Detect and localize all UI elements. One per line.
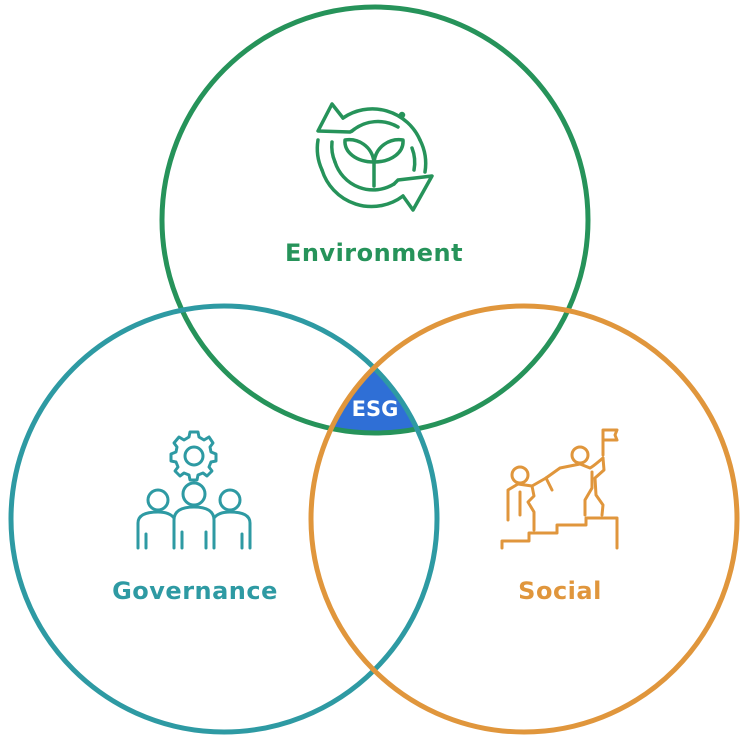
governance-label: Governance [112, 577, 278, 605]
social-circle [308, 303, 740, 735]
governance-circle [8, 303, 440, 735]
people-climbing-stairs-flag-icon [500, 428, 619, 550]
team-gear-icon [136, 430, 252, 550]
social-label: Social [518, 577, 602, 605]
esg-label: ESG [352, 397, 399, 421]
environment-circle [159, 4, 591, 436]
recycle-sprout-icon [315, 102, 434, 212]
environment-label: Environment [285, 239, 463, 267]
